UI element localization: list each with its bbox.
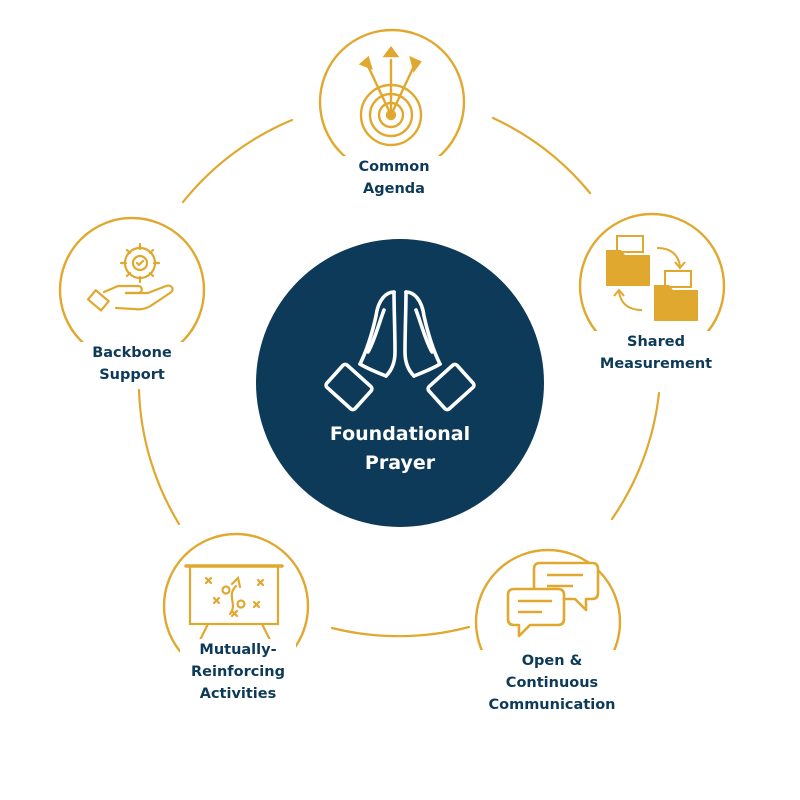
node-circle-backbone-support [58, 216, 206, 364]
node-label-line: Backbone [92, 345, 172, 361]
node-label-line: Mutually- [199, 642, 277, 658]
center-title-line: Foundational [329, 423, 471, 445]
folders-exchange-icon [606, 235, 698, 321]
connector-arc [610, 391, 661, 521]
connector-ring [137, 116, 661, 638]
praying-hands-icon [324, 290, 476, 412]
connector-arc [330, 625, 471, 638]
node-label-line: Open & [521, 653, 583, 669]
node-label-line: Common [358, 159, 430, 175]
chat-bubbles-icon [506, 561, 600, 638]
connector-arc [181, 118, 294, 204]
node-label-line: Reinforcing [191, 664, 285, 680]
connector-arc [137, 388, 181, 526]
node-label-common-agenda: Common Agenda [343, 156, 445, 200]
connector-arc [491, 116, 592, 195]
node-label-mutually-reinforcing: Mutually- Reinforcing Activities [180, 639, 296, 705]
center-circle [256, 239, 544, 527]
target-arrows-icon [358, 46, 423, 147]
node-label-shared-measurement: Shared Measurement [590, 331, 722, 375]
node-label-backbone-support: Backbone Support [78, 342, 186, 386]
node-label-line: Shared [627, 334, 685, 350]
center-title-line: Prayer [364, 452, 436, 474]
center-title: Foundational Prayer [300, 420, 500, 478]
strategy-board-icon [184, 564, 284, 642]
node-label-line: Measurement [599, 356, 713, 372]
node-label-open-communication: Open & Continuous Communication [478, 650, 626, 716]
node-label-line: Activities [199, 686, 277, 702]
node-label-line: Communication [488, 697, 616, 713]
node-label-line: Support [99, 367, 165, 383]
hand-gear-icon [86, 242, 174, 312]
node-label-line: Agenda [363, 181, 425, 197]
node-label-line: Continuous [505, 675, 599, 691]
